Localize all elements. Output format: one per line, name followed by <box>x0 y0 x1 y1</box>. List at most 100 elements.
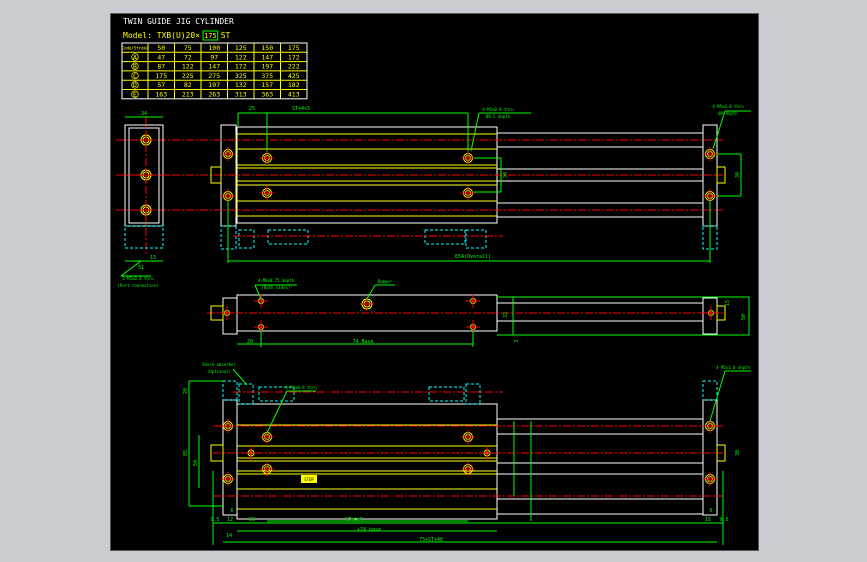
table-cell: 175 <box>155 72 167 80</box>
note: 2-M5x0.8 thru <box>122 276 154 281</box>
table-cell: 222 <box>288 63 300 71</box>
table-cell: 182 <box>288 81 300 89</box>
dim-label: 51 <box>138 265 144 271</box>
code-circle <box>131 53 139 61</box>
dim-label: 30 <box>735 172 741 178</box>
note: (Both sides) <box>262 285 291 290</box>
table-row-code: A <box>133 53 137 61</box>
table-cell: 57 <box>157 81 165 89</box>
table-cell: 197 <box>261 63 273 71</box>
shock-absorber <box>424 229 466 245</box>
cad-drawing-area[interactable]: TWIN GUIDE JIG CYLINDER Model: TXB(U)20×… <box>110 13 759 551</box>
leader <box>366 284 376 300</box>
rod-end <box>210 166 222 184</box>
note: Bumper <box>378 279 393 284</box>
end-plate-right <box>702 297 718 335</box>
dim-label: 6 <box>230 508 233 514</box>
dim-label: 32 <box>503 312 509 318</box>
leader <box>470 112 480 152</box>
dim-label: ST+4+5 <box>292 106 310 112</box>
hidden-bracket <box>222 380 238 401</box>
stop-label-plate <box>301 475 317 483</box>
dim-label: 30 <box>735 450 741 456</box>
table-cell: 163 <box>155 91 167 99</box>
table-cell: 363 <box>261 91 273 99</box>
table-cell: 132 <box>235 81 247 89</box>
table-header-stroke: 175 <box>288 44 300 52</box>
table-header-stroke: 150 <box>261 44 273 52</box>
dim-label: 20 <box>247 339 253 345</box>
dim-label: 75+ST+48 <box>419 537 443 543</box>
table-cell: 263 <box>208 91 220 99</box>
note: 4-M6x0.75 depth <box>258 278 295 283</box>
table-row-code: D <box>133 81 137 89</box>
table-cell: 147 <box>208 63 220 71</box>
dim-label: 85 <box>183 450 189 456</box>
note: 4-M5x0.8 thru <box>285 385 317 390</box>
hidden-bracket <box>124 225 164 249</box>
dim-label: 2 <box>514 339 520 342</box>
table-cell: 157 <box>261 81 273 89</box>
note: 4-M5x1.0 depth <box>716 365 750 370</box>
table-cell: 47 <box>157 53 165 61</box>
shock-absorber <box>258 386 295 402</box>
table-header-stroke: 50 <box>157 44 165 52</box>
leader <box>709 370 726 422</box>
stop-label: STOP <box>304 477 314 482</box>
table-cell: 213 <box>182 91 194 99</box>
dim-label: 14 <box>226 533 232 539</box>
model-suffix: ST <box>221 31 231 40</box>
leader <box>266 390 288 434</box>
table-header-stroke: 100 <box>208 44 220 52</box>
dim-label: +74 base <box>357 527 381 533</box>
table-cell: 325 <box>235 72 247 80</box>
hidden-bracket <box>702 380 718 401</box>
table-cell: 375 <box>261 72 273 80</box>
end-plate-right <box>702 399 718 516</box>
note: (Port connection) <box>118 283 159 288</box>
leader <box>120 260 142 277</box>
table-cell: 225 <box>182 72 194 80</box>
table-row-code: B <box>133 63 137 71</box>
dim-label: 13 <box>150 255 156 261</box>
note: Shock absorber <box>202 362 236 367</box>
note: Ø9 depth <box>718 111 738 116</box>
code-circle <box>131 90 139 98</box>
table-cell: 147 <box>261 53 273 61</box>
leader <box>232 368 248 386</box>
dim-label: 30 <box>503 172 509 178</box>
dim-label: 50 <box>193 460 199 466</box>
table-cell: 413 <box>288 91 300 99</box>
dim-label: 6 <box>709 508 712 514</box>
shock-absorber <box>267 229 309 245</box>
cylinder-views <box>116 110 751 545</box>
drawing-title: TWIN GUIDE JIG CYLINDER <box>123 17 234 26</box>
table-cell: 87 <box>157 63 165 71</box>
dim-label: 12 <box>227 517 233 523</box>
table-cell: 313 <box>235 91 247 99</box>
note: 4-M5x0.8 thru <box>482 107 514 112</box>
note: Ø6.5 depth <box>486 114 511 119</box>
table-corner: Code/Stroke <box>122 46 149 51</box>
shock-absorber <box>238 383 254 405</box>
table-header-stroke: 125 <box>235 44 247 52</box>
rod-end <box>210 444 224 462</box>
model-stroke: 175 <box>204 32 217 40</box>
shock-absorber <box>238 229 255 249</box>
leader <box>254 284 262 300</box>
table-cell: 425 <box>288 72 300 80</box>
dim-label: 15 <box>725 300 731 306</box>
table-cell: 72 <box>184 53 192 61</box>
cad-drawing: TWIN GUIDE JIG CYLINDER Model: TXB(U)20×… <box>116 17 751 545</box>
end-plate-left <box>222 399 238 516</box>
shock-absorber <box>428 386 465 402</box>
shock-absorber <box>465 229 487 249</box>
code-circle <box>131 81 139 89</box>
dim-label: 15 <box>705 517 711 523</box>
table-cell: 107 <box>208 81 220 89</box>
model-prefix: Model: TXB(U)20× <box>123 31 200 40</box>
leader <box>712 110 726 150</box>
table-cell: 122 <box>235 53 247 61</box>
